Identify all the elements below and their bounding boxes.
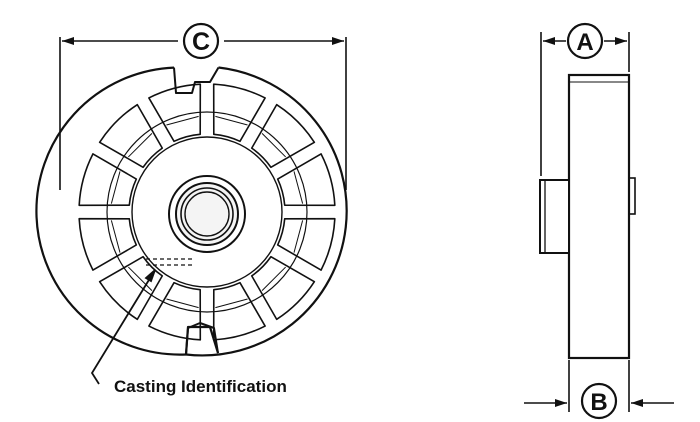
pocket-step — [128, 266, 153, 291]
pocket-group — [78, 83, 336, 341]
pocket — [250, 255, 316, 321]
dim-c-label: C — [192, 28, 210, 56]
dim-a-label: A — [576, 29, 593, 56]
dim-a-badge — [566, 22, 604, 60]
top-notch — [173, 66, 220, 94]
pocket — [98, 103, 164, 169]
dim-b-label: B — [590, 389, 607, 416]
pocket-step — [166, 298, 199, 309]
outer-rim-left — [35, 66, 187, 356]
pocket-step — [215, 298, 248, 309]
casting-identification-label: Casting Identification — [114, 377, 287, 396]
pocket-step — [261, 133, 286, 158]
casting-callout-arrow — [90, 269, 156, 385]
pocket — [212, 83, 266, 143]
flywheel-front-view — [35, 66, 348, 357]
body-mid-ring — [106, 111, 308, 313]
pocket-step — [110, 220, 121, 253]
pocket — [98, 255, 164, 321]
dimension-c — [59, 22, 347, 190]
pocket-step — [110, 171, 121, 204]
casting-id-marks — [146, 258, 192, 266]
pocket-step — [166, 115, 199, 126]
hub-outer-ring — [168, 175, 246, 253]
pocket-step — [215, 115, 248, 126]
dimension-a — [540, 22, 630, 176]
pocket-step — [293, 220, 304, 253]
flywheel-side-view — [539, 73, 636, 360]
pocket — [250, 103, 316, 169]
pocket — [212, 281, 266, 341]
side-rear-boss — [628, 177, 636, 215]
pocket — [276, 217, 336, 271]
pocket-step — [128, 133, 153, 158]
pocket-step — [293, 171, 304, 204]
pocket — [78, 153, 138, 207]
body-inner-ring — [131, 136, 283, 288]
pocket — [148, 83, 202, 143]
dimension-b — [524, 360, 674, 420]
hub-bore — [184, 191, 230, 237]
outer-rim — [184, 66, 348, 357]
dim-c-badge — [182, 22, 220, 60]
pocket — [148, 281, 202, 341]
pocket — [276, 153, 336, 207]
pocket-step — [261, 266, 286, 291]
hub-inner-ring — [180, 187, 234, 241]
pocket — [78, 217, 138, 271]
dim-b-badge — [580, 382, 618, 420]
side-rim-body — [567, 73, 631, 360]
